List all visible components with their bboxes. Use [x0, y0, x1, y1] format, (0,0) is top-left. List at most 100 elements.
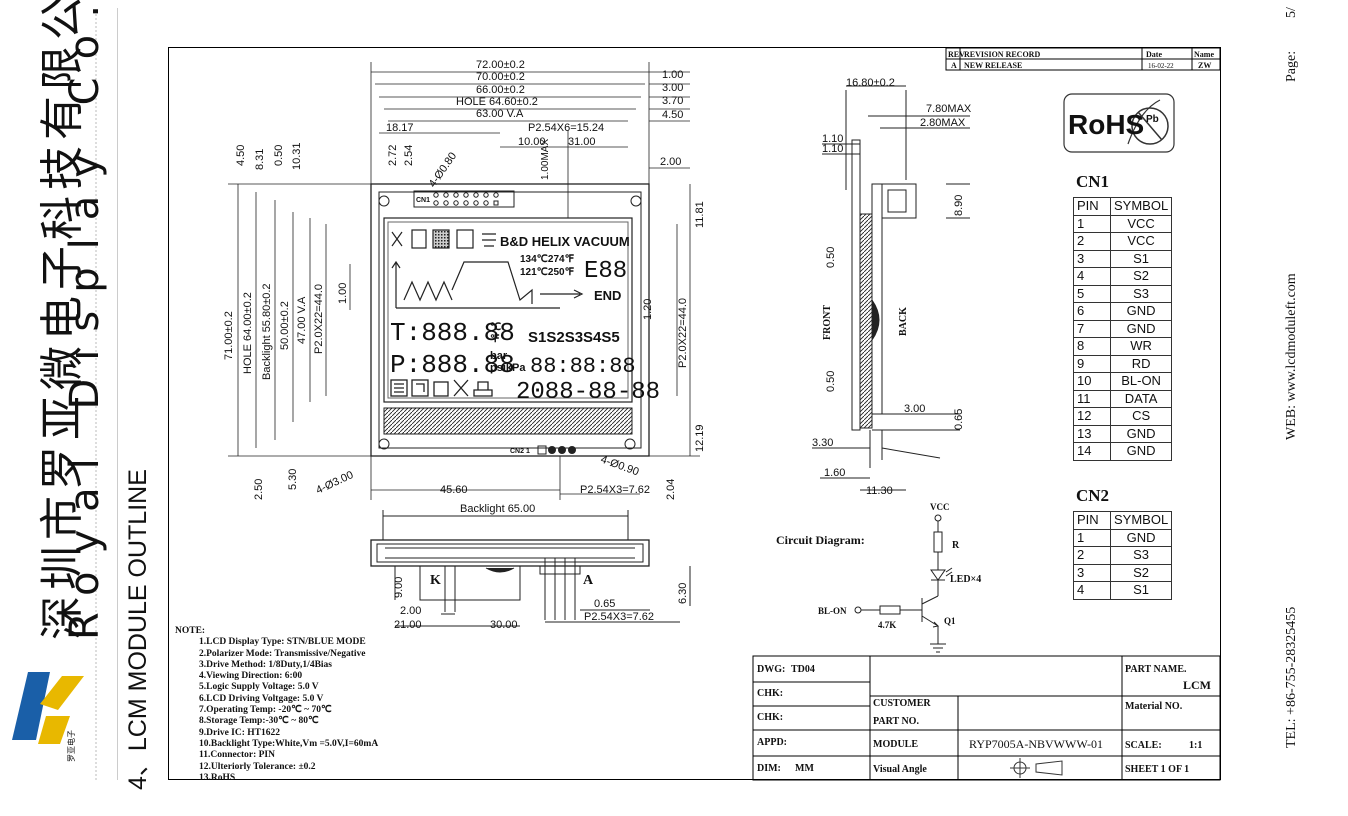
side-dim-3-00: 3.00	[904, 403, 925, 415]
dim-left-10-31: 10.31	[291, 142, 303, 170]
rev-record-value: NEW RELEASE	[964, 61, 1022, 70]
cn2-pin-cell: 3	[1073, 563, 1111, 582]
tb-chk-1: CHK:	[757, 688, 784, 699]
note-item: 6.LCD Driving Voltgage: 5.0 V	[199, 693, 324, 704]
lcd-p-digits: P:888.88	[390, 350, 515, 380]
cn1-symbol-cell: SYMBOL	[1109, 197, 1173, 216]
cn1-pin-cell: 1	[1073, 214, 1111, 233]
tb-chk-2: CHK:	[757, 712, 784, 723]
side-dim-11-30: 11.30	[866, 485, 893, 497]
edge-a-label: A	[583, 573, 594, 588]
cn1-symbol-cell: S2	[1109, 267, 1173, 286]
dim-pin-offset: 18.17	[386, 122, 414, 134]
side-dim-1-10-a: 1.10	[822, 133, 843, 145]
side-dim-1-10-b: 1.10	[822, 143, 843, 155]
rohs-text: RoHS	[1068, 109, 1144, 140]
note-item: 5.Logic Supply Voltage: 5.0 V	[199, 682, 319, 693]
side-dim-7-80: 7.80MAX	[926, 103, 972, 115]
rev-date-value: 16-02-22	[1148, 62, 1174, 70]
cn2-symbol-cell: S1	[1109, 581, 1173, 600]
dim-left-pitch: P2.0X22=44.0	[313, 284, 325, 354]
cn1-pin-cell: 13	[1073, 424, 1111, 443]
cn1-symbol-cell: GND	[1109, 302, 1173, 321]
dim-4-50: 4.50	[662, 109, 683, 121]
dim-1-00max: 1.00MAX	[540, 139, 551, 180]
cn1-symbol-cell: DATA	[1109, 389, 1173, 408]
lcd-psikpa: psikPa	[490, 362, 526, 374]
note-item: 4.Viewing Direction: 6:00	[199, 671, 303, 682]
right-dimension-lines	[370, 184, 700, 500]
tb-dim: MM	[795, 763, 814, 774]
drawing-sheet	[168, 47, 1221, 780]
edge-view-outline	[370, 510, 691, 627]
dim-backlight-height: Backlight 55.80±0.2	[261, 283, 273, 380]
rev-name-value: ZW	[1198, 61, 1211, 70]
dim-2-54: 2.54	[403, 145, 415, 166]
edge-dim-9: 9.00	[393, 577, 405, 598]
lcd-clock: 88:88:88	[530, 354, 636, 379]
tb-dwg-label: DWG:	[757, 664, 786, 675]
cn1-pin-cell: 8	[1073, 337, 1111, 356]
note-item: 7.Operating Temp: -20℃ ~ 70℃	[199, 705, 332, 716]
circuit-led: LED×4	[950, 574, 981, 585]
side-front-label: FRONT	[822, 305, 833, 340]
dim-frame-width: 66.00±0.2	[476, 84, 525, 96]
cn1-pin-cell: 4	[1073, 267, 1111, 286]
cn1-pin-cell: 11	[1073, 389, 1111, 408]
dim-2-00: 2.00	[660, 156, 681, 168]
lcd-icons	[391, 229, 496, 249]
note-item: 2.Polarizer Mode: Transmissive/Negative	[199, 648, 366, 659]
dim-overall-height: 71.00±0.2	[223, 311, 235, 360]
cn1-symbol-cell: WR	[1109, 337, 1173, 356]
side-dim-0-50-b: 0.50	[825, 371, 837, 392]
tb-dwg: TD04	[791, 664, 815, 675]
dim-hole-width: HOLE 64.60±0.2	[456, 96, 538, 108]
dim-right-1-20: 1.20	[642, 299, 654, 320]
circuit-resistor: 4.7K	[878, 620, 896, 630]
cn1-pin-cell: 10	[1073, 372, 1111, 391]
rohs-pb: Pb	[1146, 114, 1159, 125]
lcd-temp-1: 134℃274℉	[520, 254, 575, 265]
cn2-symbol-cell: GND	[1109, 528, 1173, 547]
edge-dim-2: 2.00	[400, 605, 421, 617]
dim-10: 10.00	[518, 136, 546, 148]
cn1-connector-icon	[413, 190, 515, 208]
tb-module-label: MODULE	[873, 739, 918, 750]
side-dim-thickness: 16.80±0.2	[846, 77, 895, 89]
cn2-board-label: CN2 1	[510, 448, 530, 455]
circuit-blon: BL-ON	[818, 606, 847, 616]
cn1-board-label: CN1	[416, 197, 430, 204]
tb-appd: APPD:	[757, 737, 787, 748]
edge-dim-6-30: 6.30	[677, 583, 689, 604]
cn1-symbol-cell: CS	[1109, 407, 1173, 426]
note-item: 11.Connector: PIN	[199, 750, 275, 761]
dim-50: 50.00±0.2	[279, 301, 291, 350]
cn1-symbol-cell: VCC	[1109, 214, 1173, 233]
cn2-symbol-cell: S3	[1109, 546, 1173, 565]
side-dim-8-90: 8.90	[953, 195, 965, 216]
cn1-pin-cell: 2	[1073, 232, 1111, 251]
top-dimension-lines	[370, 62, 690, 218]
cn2-title: CN2	[1076, 486, 1110, 505]
dim-2-72: 2.72	[387, 145, 399, 166]
tb-sheet: SHEET 1 OF 1	[1125, 764, 1190, 775]
rev-name-header: Name	[1194, 50, 1214, 59]
notes-title: NOTE:	[175, 626, 206, 636]
cn2-symbol-cell: S2	[1109, 563, 1173, 582]
rev-header: REV	[948, 50, 965, 59]
cn1-symbol-cell: S1	[1109, 249, 1173, 268]
edge-dim-30: 30.00	[490, 619, 518, 631]
visual-angle-icon	[1010, 758, 1063, 778]
dim-overall-width: 72.00±0.2	[476, 59, 525, 71]
